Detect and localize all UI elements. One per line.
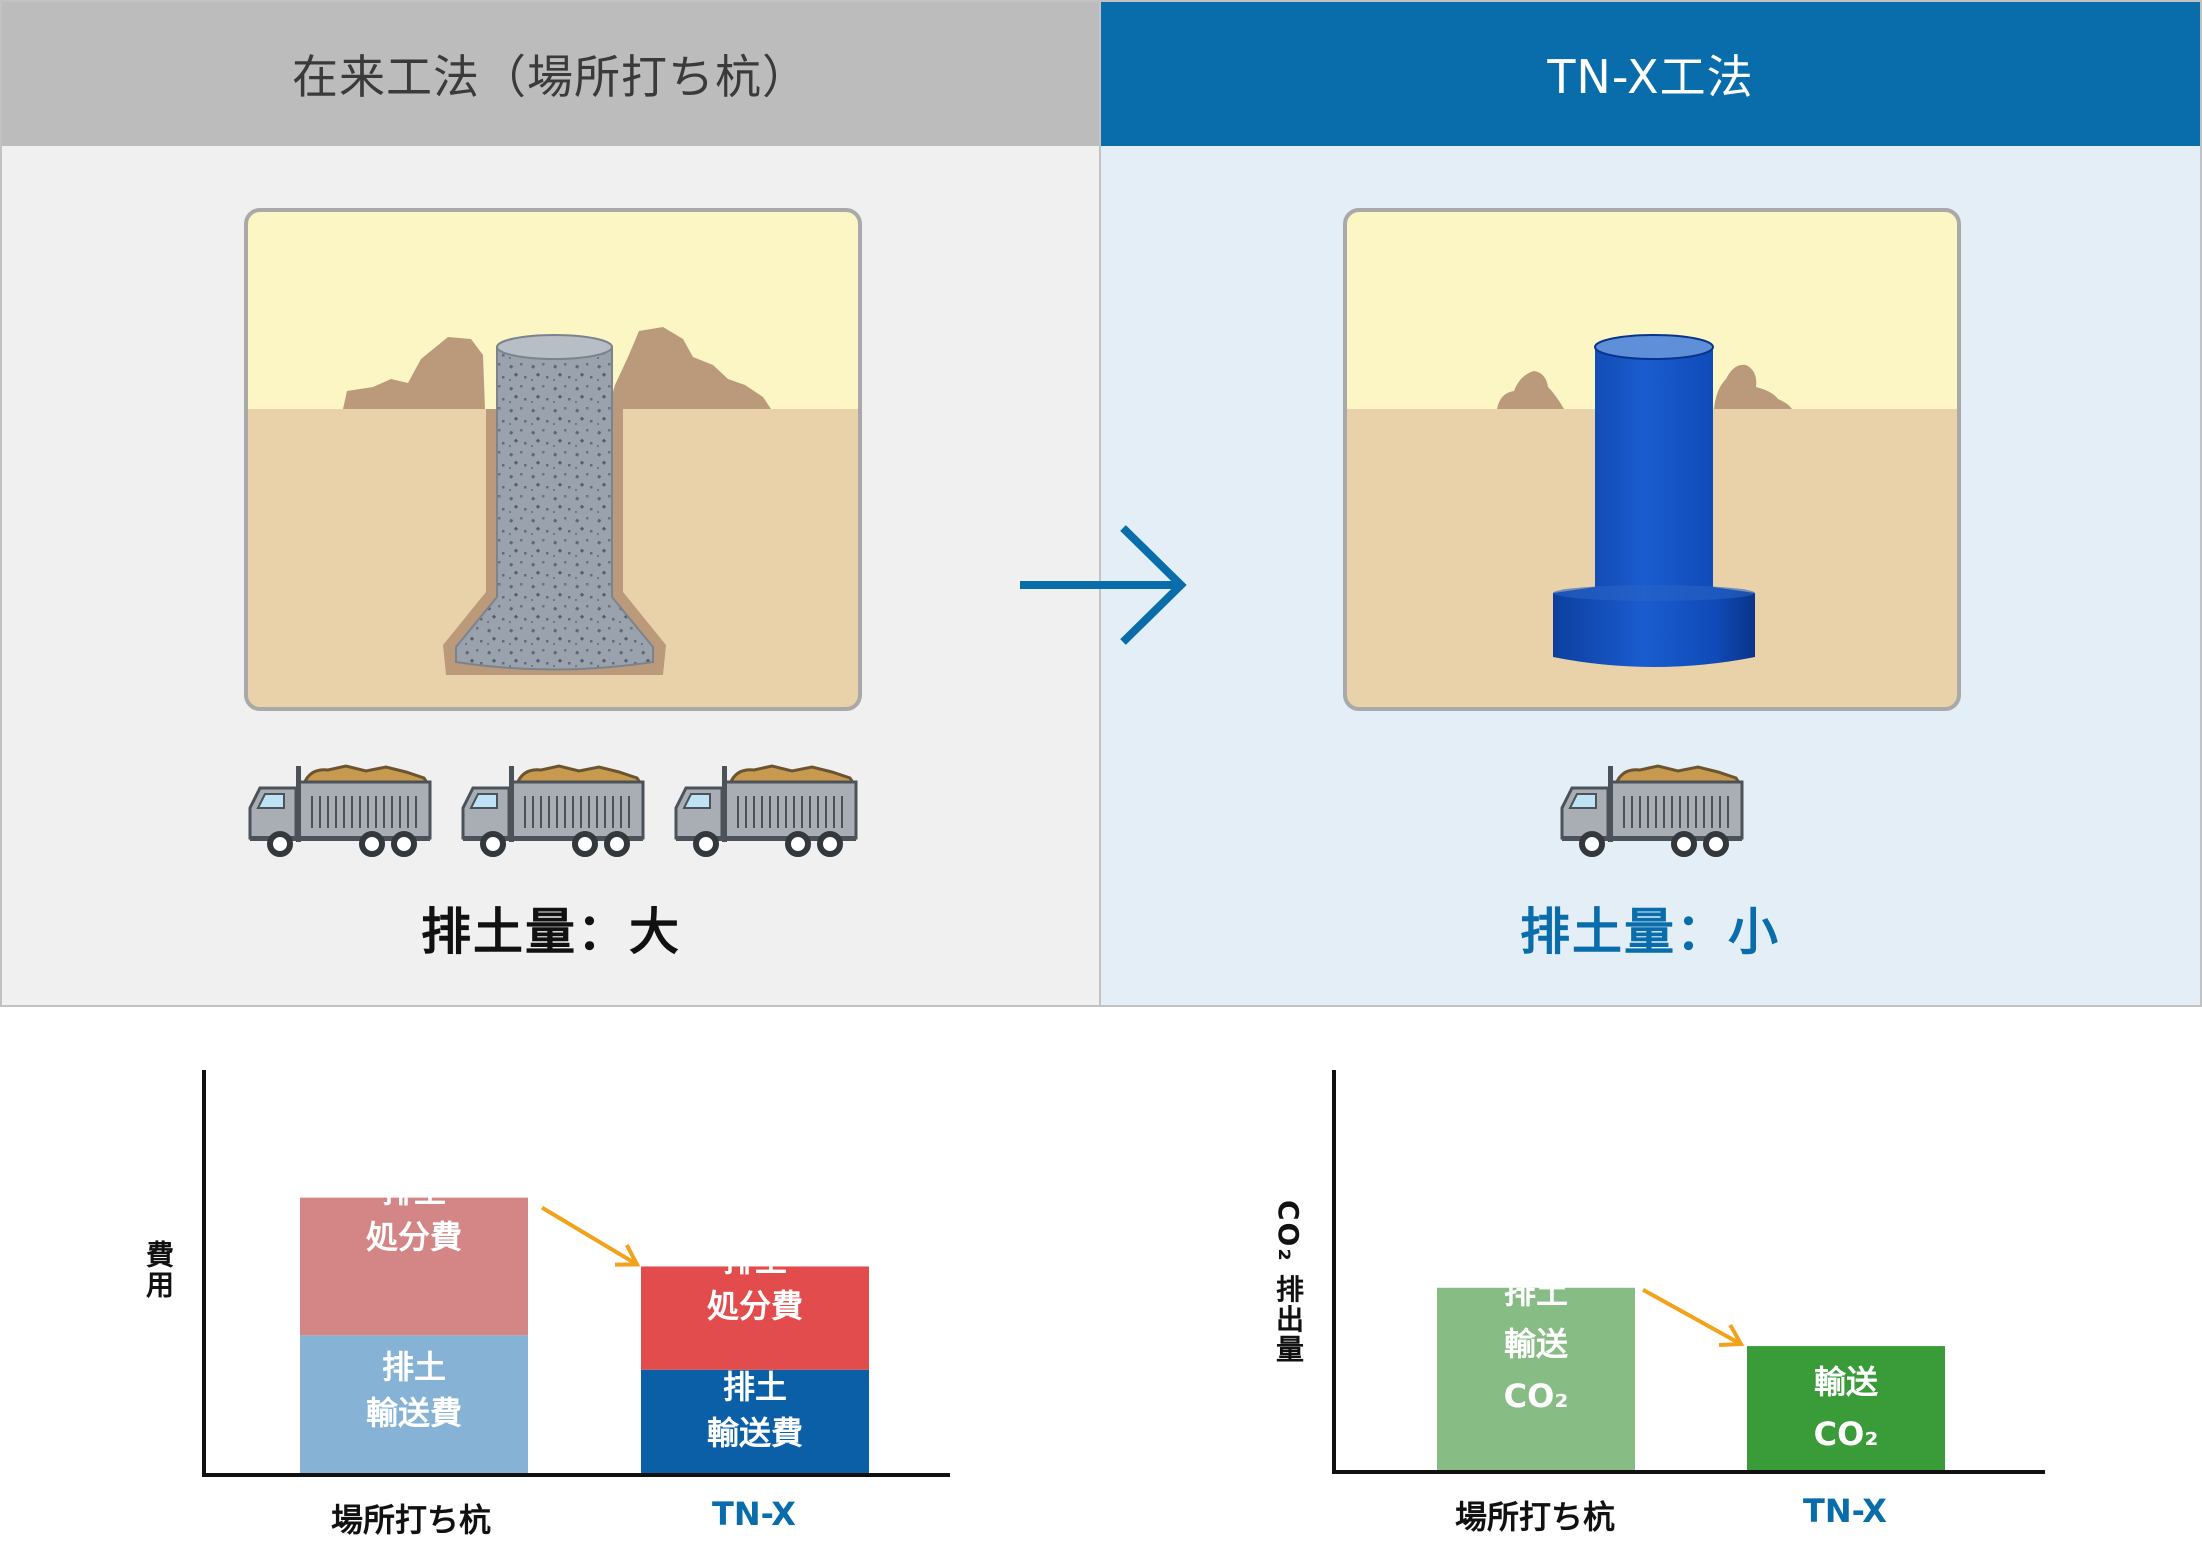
cost-comparison-chart bbox=[202, 1070, 950, 1477]
bar-label-transport-cost: 排土輸送費 bbox=[365, 1348, 462, 1432]
co2-axis-label: CO₂ 排出量 bbox=[1272, 1200, 1305, 1365]
bar-transport-cost bbox=[641, 1369, 869, 1473]
cast-in-place-pile-illustration bbox=[244, 208, 862, 711]
soil-volume-small-label: 排土量：小 bbox=[1520, 903, 1780, 961]
right-arrow-icon bbox=[1020, 525, 1187, 645]
tnx-steel-pile-illustration bbox=[1343, 208, 1961, 711]
bar-label-transport-cost: 排土輸送費 bbox=[706, 1368, 803, 1452]
co2-comparison-chart bbox=[1332, 1070, 2045, 1474]
bar-label-disposal-cost: 排土処分費 bbox=[706, 1241, 803, 1325]
trend-arrow-head bbox=[1718, 1323, 1745, 1348]
conventional-method-title: 在来工法（場所打ち杭） bbox=[2, 2, 1099, 146]
dump-truck-icon bbox=[674, 764, 858, 857]
bar-co2 bbox=[1747, 1346, 1945, 1470]
category-label-cast-in-place: 場所打ち杭 bbox=[330, 1501, 491, 1539]
category-label-cast-in-place: 場所打ち杭 bbox=[1454, 1498, 1615, 1536]
soil-volume-large-label: 排土量：大 bbox=[421, 903, 681, 961]
bar-transport-cost bbox=[300, 1335, 528, 1473]
bar-co2 bbox=[1437, 1287, 1635, 1470]
dump-truck-icon bbox=[248, 764, 432, 857]
category-label-tnx: TN-X bbox=[1803, 1492, 1887, 1530]
trend-arrow-line bbox=[1642, 1288, 1742, 1346]
tnx-method-panel: TN-X工法 bbox=[1101, 0, 2202, 1007]
bar-disposal-cost bbox=[300, 1197, 528, 1336]
category-label-tnx: TN-X bbox=[712, 1495, 796, 1533]
trend-arrow-line bbox=[540, 1205, 639, 1267]
tnx-method-title: TN-X工法 bbox=[1101, 2, 2200, 146]
bar-disposal-cost bbox=[641, 1266, 869, 1370]
conventional-method-panel: 在来工法（場所打ち杭） bbox=[0, 0, 1101, 1007]
dump-truck-icon bbox=[1560, 764, 1744, 857]
bar-label-disposal-cost: 排土処分費 bbox=[365, 1172, 462, 1256]
cost-axis-label: 費用 bbox=[142, 1240, 175, 1300]
trend-arrow-head bbox=[614, 1244, 641, 1267]
dump-truck-icon bbox=[461, 764, 645, 857]
